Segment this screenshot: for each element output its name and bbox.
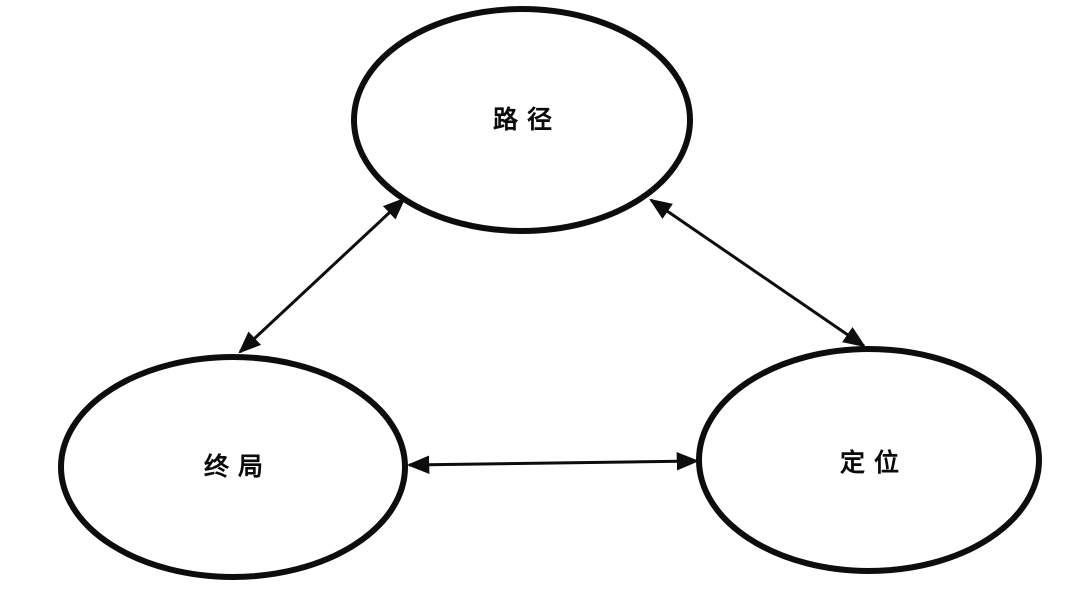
node-positioning-label: 定位 [840, 448, 908, 477]
edge-path-positioning-arrow [649, 198, 866, 348]
node-path-label: 路径 [493, 105, 561, 134]
node-endgame-label: 终局 [204, 452, 272, 481]
node-endgame-ellipse [58, 354, 408, 580]
node-path-ellipse [351, 6, 693, 234]
edge-endgame-positioning-arrow [406, 452, 700, 474]
edge-endgame-path-arrow [238, 197, 406, 354]
node-positioning-ellipse [696, 346, 1042, 574]
